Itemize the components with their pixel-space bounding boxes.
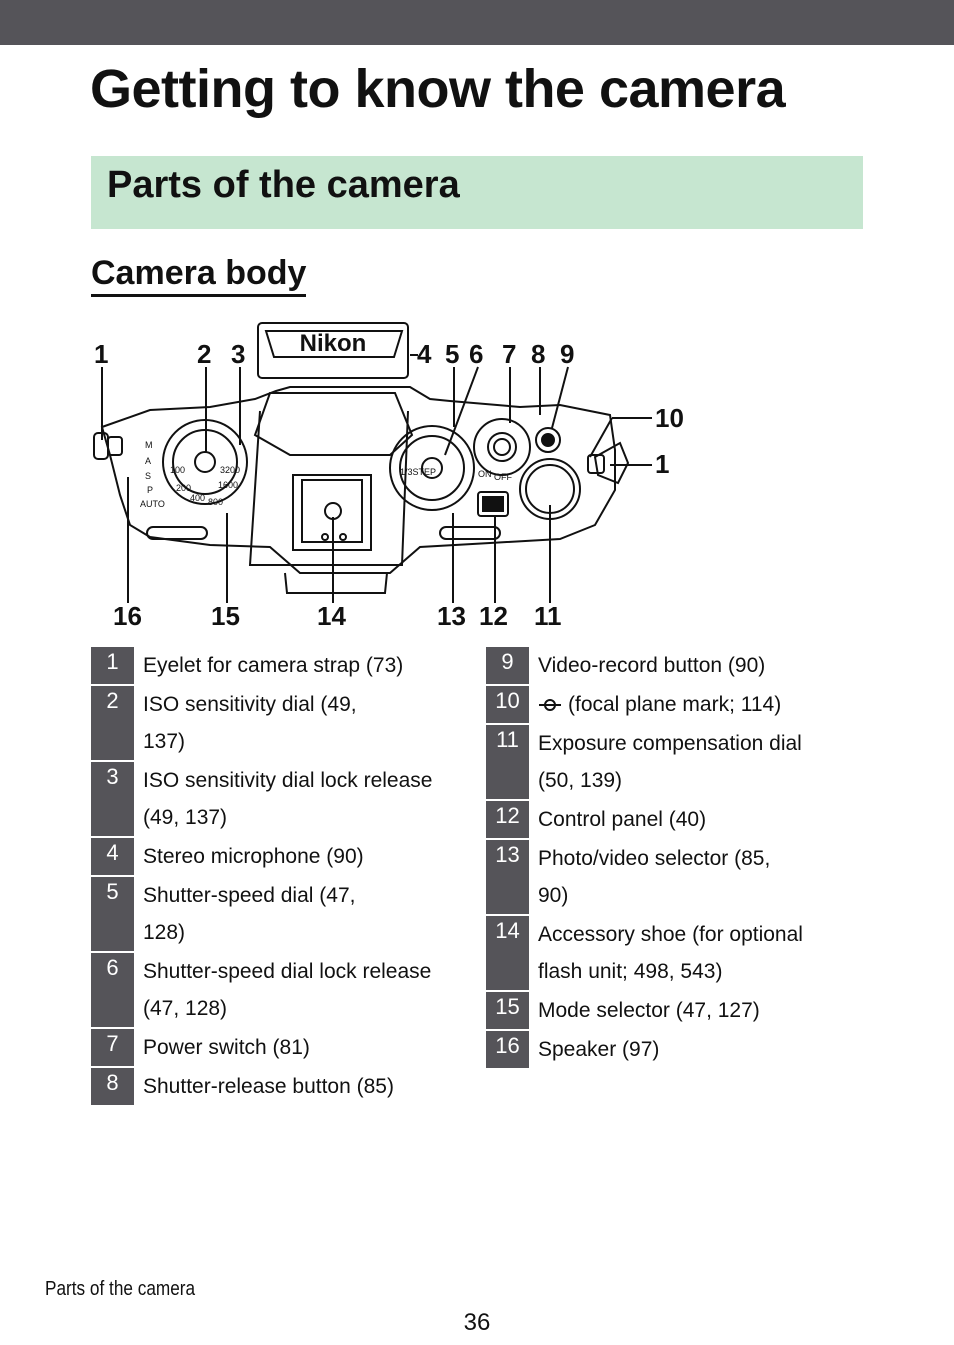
svg-text:P: P [147,485,153,495]
callout-10: 10 [655,403,684,433]
part-number: 7 [91,1029,134,1066]
part-description: (focal plane mark; 114) [529,686,781,723]
legend-row: 15 Mode selector (47, 127) [486,992,863,1029]
part-description: Shutter-speed dial (47,128) [143,884,356,944]
svg-text:AUTO: AUTO [140,499,165,509]
part-number: 16 [486,1031,529,1068]
callout-15: 15 [211,601,240,631]
callout-8: 8 [531,339,545,369]
callout-2: 2 [197,339,211,369]
legend-row: 12 Control panel (40) [486,801,863,838]
svg-text:ON: ON [478,469,492,479]
parts-legend-right: 9 Video-record button (90) 10 (focal pla… [486,647,863,1070]
svg-text:M: M [145,440,153,450]
legend-row: 3 ISO sensitivity dial lock release(49, … [91,762,471,836]
part-number: 14 [486,916,529,990]
callout-13: 13 [437,601,466,631]
part-number: 5 [91,877,134,951]
part-number: 12 [486,801,529,838]
callout-12: 12 [479,601,508,631]
legend-row: 8 Shutter-release button (85) [91,1068,471,1105]
part-number: 8 [91,1068,134,1105]
part-description: Power switch (81) [143,1036,310,1059]
part-number: 9 [486,647,529,684]
page-title: Getting to know the camera [90,59,786,119]
part-number: 11 [486,725,529,799]
parts-legend-left: 1 Eyelet for camera strap (73) 2 ISO sen… [91,647,471,1107]
part-number: 15 [486,992,529,1029]
top-bar [0,0,954,45]
callout-9: 9 [560,339,574,369]
callout-3: 3 [231,339,245,369]
part-description: Shutter-release button (85) [143,1075,394,1098]
callout-11: 11 [534,601,562,631]
part-description: ISO sensitivity dial (49,137) [143,693,357,753]
section-title: Parts of the camera [107,164,460,206]
callout-14: 14 [317,601,346,631]
part-description: ISO sensitivity dial lock release(49, 13… [143,769,433,829]
part-description: Eyelet for camera strap (73) [143,654,404,677]
svg-text:400: 400 [190,493,205,503]
part-number: 4 [91,838,134,875]
svg-text:OFF: OFF [494,472,512,482]
legend-row: 7 Power switch (81) [91,1029,471,1066]
callout-4: 4 [417,339,432,369]
part-description: Mode selector (47, 127) [538,999,760,1022]
legend-row: 1 Eyelet for camera strap (73) [91,647,471,684]
callout-5: 5 [445,339,459,369]
part-description: Photo/video selector (85,90) [538,847,771,907]
svg-text:800: 800 [208,497,223,507]
legend-row: 2 ISO sensitivity dial (49,137) [91,686,471,760]
svg-text:3200: 3200 [220,465,240,475]
footer-section-link[interactable]: Parts of the camera [45,1278,196,1300]
svg-text:1600: 1600 [218,480,238,490]
svg-text:200: 200 [176,483,191,493]
part-description: Exposure compensation dial(50, 139) [538,732,802,792]
part-number: 3 [91,762,134,836]
part-description: Stereo microphone (90) [143,845,364,868]
part-description: Control panel (40) [538,808,707,831]
callout-1-right: 1 [655,449,669,479]
svg-text:100: 100 [170,465,185,475]
legend-row: 5 Shutter-speed dial (47,128) [91,877,471,951]
callout-7: 7 [502,339,516,369]
part-number: 1 [91,647,134,684]
svg-text:A: A [145,456,151,466]
page-number: 36 [463,1309,491,1336]
focal-plane-mark-icon [539,699,561,711]
part-number: 6 [91,953,134,1027]
legend-row: 11 Exposure compensation dial(50, 139) [486,725,863,799]
part-number: 13 [486,840,529,914]
callout-16: 16 [113,601,142,631]
legend-row: 6 Shutter-speed dial lock release(47, 12… [91,953,471,1027]
svg-text:S: S [145,471,151,481]
subsection-title: Camera body [91,252,307,297]
part-description: Video-record button (90) [538,654,766,677]
legend-row: 13 Photo/video selector (85,90) [486,840,863,914]
svg-text:1/3STEP: 1/3STEP [400,467,436,477]
part-description: Shutter-speed dial lock release(47, 128) [143,960,432,1020]
legend-row: 9 Video-record button (90) [486,647,863,684]
part-number: 2 [91,686,134,760]
section-banner: Parts of the camera [91,156,863,229]
legend-row: 10 (focal plane mark; 114) [486,686,863,723]
part-description: Speaker (97) [538,1038,660,1061]
callout-6: 6 [469,339,483,369]
part-number: 10 [486,686,529,723]
legend-row: 4 Stereo microphone (90) [91,838,471,875]
callout-1: 1 [94,339,108,369]
brand-label: Nikon [300,330,367,357]
legend-row: 16 Speaker (97) [486,1031,863,1068]
